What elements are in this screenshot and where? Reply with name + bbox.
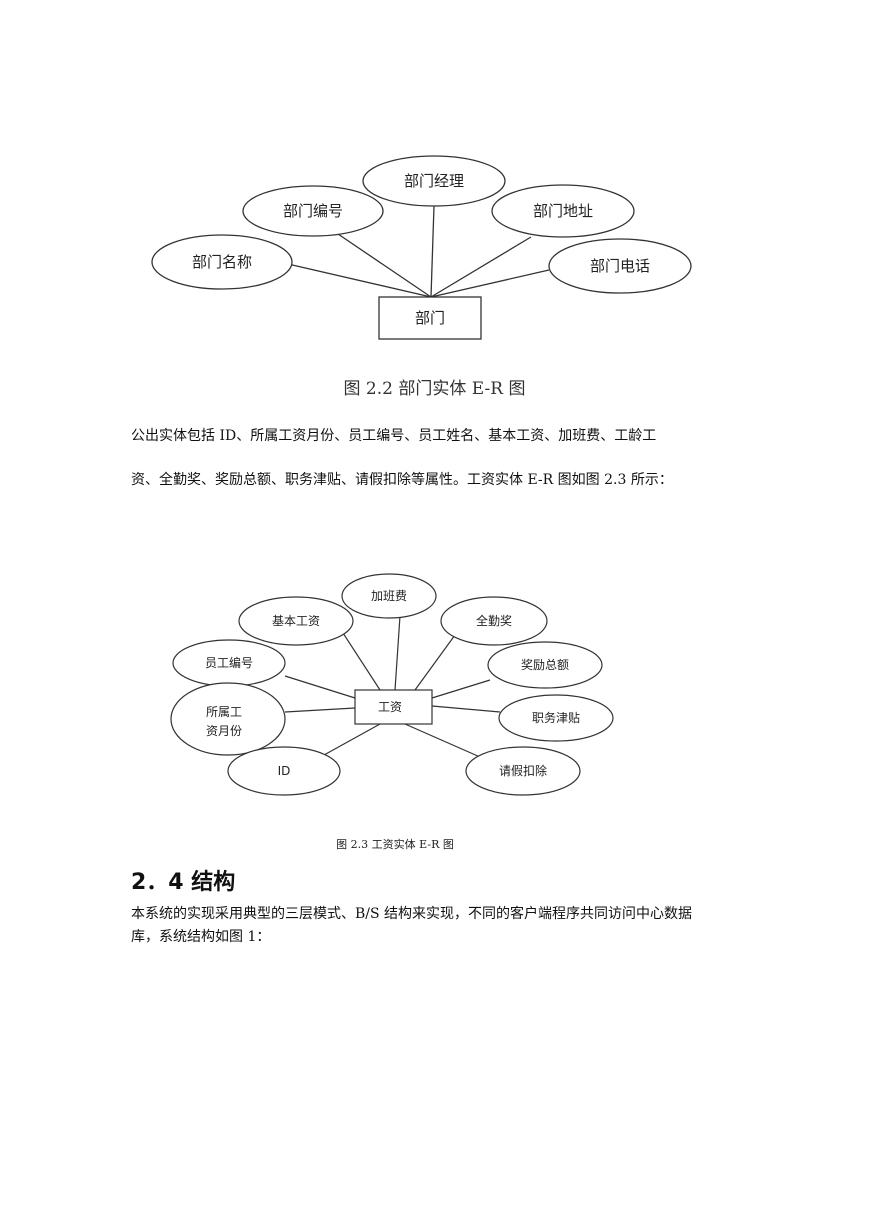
er-link [287, 263, 432, 298]
attribute-ellipse [238, 596, 354, 646]
section-heading: 2．4 结构 [131, 870, 236, 895]
attribute-ellipse [362, 155, 506, 207]
attribute-label: 部门名称 [192, 253, 252, 271]
figure-caption: 图 2.3 工资实体 E-R 图 [336, 838, 454, 851]
er-link [414, 634, 456, 691]
attribute-ellipse [498, 694, 614, 742]
er-link [430, 269, 550, 298]
entity-box [354, 689, 433, 725]
er-link [314, 723, 381, 761]
er-link [394, 615, 401, 691]
attribute-label: 员工编号 [205, 655, 253, 670]
attribute-ellipse [341, 573, 437, 619]
attribute-label: 加班费 [371, 589, 407, 603]
er-link [430, 205, 435, 298]
er-link [342, 632, 381, 691]
department-er-diagram: 部门经理 部门编号 部门地址 部门名称 部门电话 部门 [151, 155, 692, 340]
attribute-ellipse [491, 184, 635, 238]
paragraph-line: 公出实体包括 ID、所属工资月份、员工编号、员工姓名、基本工资、加班费、工龄工 [131, 428, 657, 444]
attribute-label: 部门经理 [404, 172, 464, 190]
attribute-label: 资月份 [206, 724, 242, 738]
attribute-label: 请假扣除 [499, 763, 547, 778]
er-link [284, 675, 356, 699]
salary-er-diagram: 加班费 基本工资 全勤奖 员工编号 奖励总额 所属工 资月份 职务津贴 ID 请… [170, 573, 614, 796]
attribute-ellipse [170, 682, 286, 756]
attribute-label: 基本工资 [272, 614, 320, 628]
figure-caption: 图 2.2 部门实体 E-R 图 [343, 379, 526, 399]
entity-label: 部门 [415, 309, 445, 327]
attribute-ellipse [487, 641, 603, 689]
attribute-ellipse [548, 238, 692, 294]
attribute-ellipse [151, 234, 293, 290]
attribute-ellipse [227, 746, 341, 796]
er-link [284, 707, 356, 713]
attribute-ellipse [440, 596, 548, 646]
er-link [431, 705, 501, 713]
attribute-label: 职务津贴 [532, 710, 580, 725]
er-link [430, 236, 532, 298]
entity-box [378, 296, 482, 340]
paragraph-line: 库，系统结构如图 1： [131, 929, 271, 945]
attribute-label: 全勤奖 [476, 613, 512, 628]
attribute-label: 部门电话 [590, 257, 650, 275]
er-link [337, 233, 432, 298]
attribute-label: 部门编号 [283, 202, 343, 220]
attribute-ellipse [242, 185, 384, 237]
entity-label: 工资 [378, 700, 402, 714]
attribute-label: 奖励总额 [521, 658, 569, 672]
paragraph-line: 资、全勤奖、奖励总额、职务津贴、请假扣除等属性。工资实体 E-R 图如图 2.3… [131, 472, 673, 488]
paragraph-line: 本系统的实现采用典型的三层模式、B/S 结构来实现，不同的客户端程序共同访问中心… [131, 906, 693, 922]
attribute-label: 所属工 [206, 705, 242, 719]
er-link [431, 679, 491, 699]
er-link [404, 723, 481, 758]
attribute-ellipse [465, 746, 581, 796]
attribute-label: ID [278, 764, 291, 778]
attribute-label: 部门地址 [533, 202, 593, 220]
